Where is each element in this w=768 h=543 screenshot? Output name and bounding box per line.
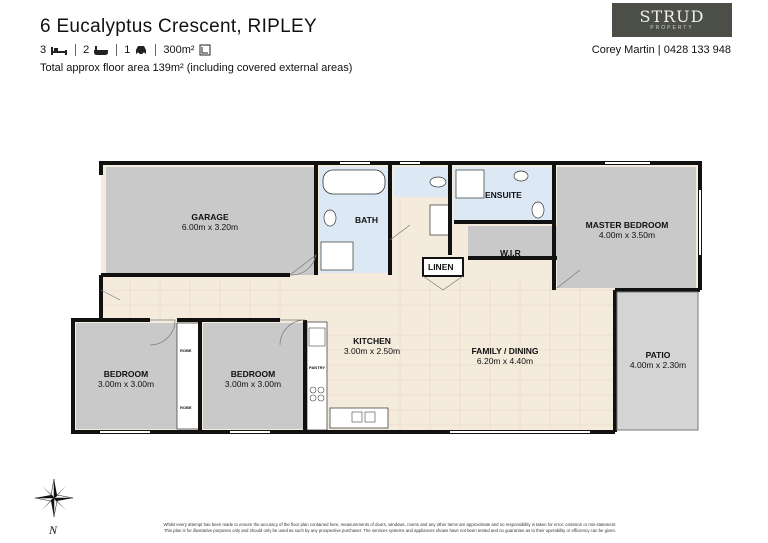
patio-outline: [616, 291, 699, 431]
floor-area-note: Total approx floor area 139m² (including…: [40, 62, 353, 74]
cooktop: [309, 386, 325, 402]
property-address: 6 Eucalyptus Crescent, RIPLEY: [40, 16, 317, 37]
fridge-space: [308, 327, 326, 347]
property-specs: 3 2 1 300m²: [40, 44, 211, 56]
vanity: [429, 204, 451, 236]
linen-cupboard: [422, 257, 464, 277]
sink: [364, 411, 376, 423]
door-swings: [100, 224, 581, 346]
bath-icon: [94, 45, 109, 55]
land-icon: [199, 44, 211, 56]
bedroom-2-room: [203, 323, 303, 429]
windows: [100, 162, 701, 433]
wir-label: W.I.R: [500, 248, 521, 258]
compass-rose: N: [34, 478, 74, 536]
robe-1-label: ROBE: [180, 348, 192, 353]
ensuite-basin: [513, 170, 529, 182]
basin: [323, 209, 337, 227]
bedroom-1-room: [76, 323, 177, 429]
compass-north-letter: N: [48, 523, 58, 536]
bathtub: [322, 169, 386, 195]
floor-tile-grid: [101, 180, 615, 432]
cars-count: 1: [124, 44, 131, 56]
bed-icon: [51, 46, 68, 55]
linen-label: LINEN: [428, 262, 454, 272]
patio-room: [617, 292, 698, 430]
beds-count: 3: [40, 44, 47, 56]
robe-1: [176, 322, 200, 430]
garage-room: [106, 167, 316, 275]
ensuite-label: ENSUITE: [485, 190, 522, 200]
agent-contact: Corey Martin | 0428 133 948: [591, 44, 731, 56]
toilet: [429, 176, 447, 188]
ensuite-toilet: [531, 201, 545, 219]
shower: [320, 241, 354, 271]
wir-room: [468, 226, 557, 258]
pantry-label: PANTRY: [309, 365, 325, 370]
car-icon: [136, 45, 147, 55]
robe-2-label: ROBE: [180, 405, 192, 410]
master-bedroom-room: [557, 167, 696, 288]
baths-count: 2: [83, 44, 90, 56]
kitchen-island: [329, 407, 389, 429]
sink: [351, 411, 363, 423]
agency-logo: STRUD PROPERTY: [612, 3, 732, 37]
ensuite-shower: [455, 169, 485, 199]
land-size: 300m²: [163, 44, 195, 56]
disclaimer: Whilst every attempt has been made to en…: [163, 522, 617, 533]
bath-label: BATH: [355, 215, 378, 225]
